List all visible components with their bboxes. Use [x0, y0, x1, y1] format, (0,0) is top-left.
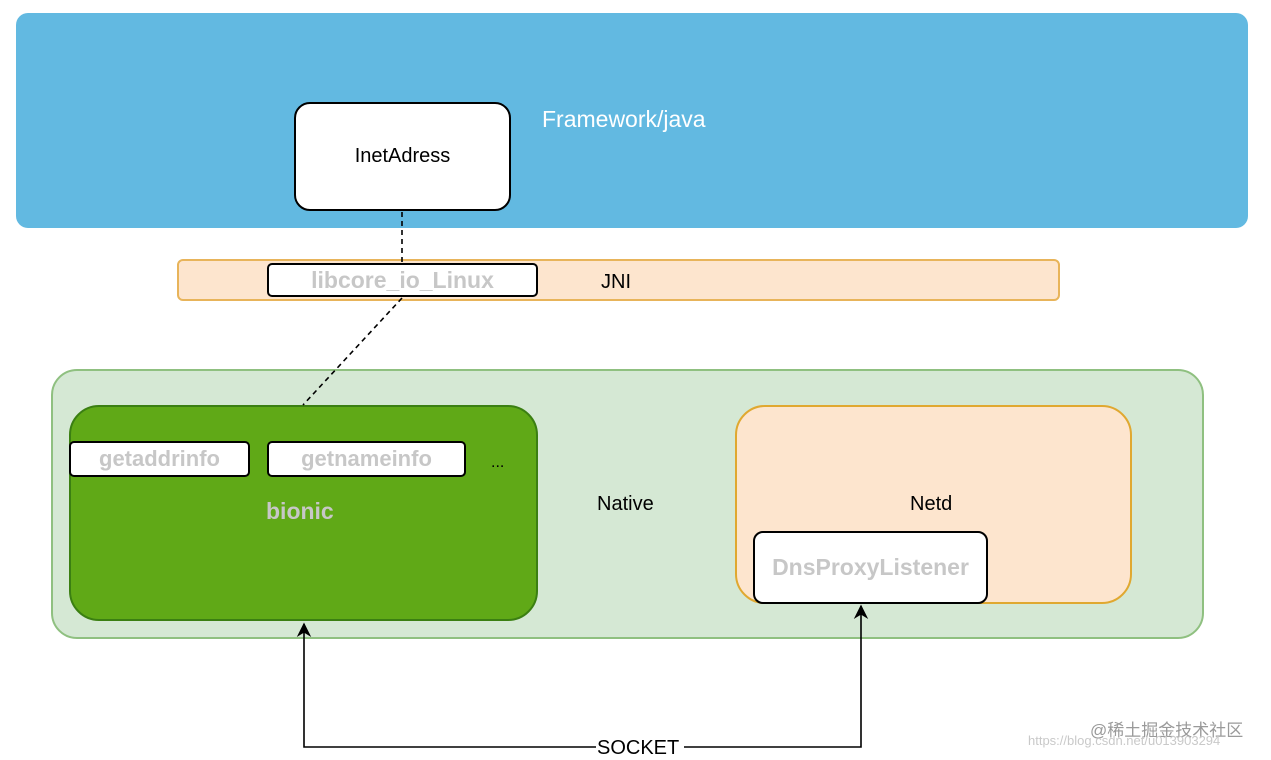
getaddrinfo-label: getaddrinfo — [99, 446, 220, 471]
dnsproxylistener-node: DnsProxyListener — [753, 531, 988, 604]
libcore-node: libcore_io_Linux — [267, 263, 538, 297]
native-layer-label: Native — [597, 493, 654, 515]
watermark-url: https://blog.csdn.net/u013903294 — [1028, 733, 1221, 748]
inetaddress-label: InetAdress — [354, 145, 451, 167]
socket-edge-right — [684, 604, 869, 748]
more-functions-ellipsis: ... — [491, 454, 505, 471]
getnameinfo-node: getnameinfo — [267, 441, 466, 477]
socket-edge-label: SOCKET — [596, 737, 681, 760]
jni-layer-label: JNI — [601, 271, 631, 293]
netd-label: Netd — [910, 493, 953, 515]
libcore-to-bionic-dashed-edge — [302, 297, 403, 406]
inetaddress-node: InetAdress — [294, 102, 511, 211]
socket-edge — [296, 622, 598, 748]
getnameinfo-label: getnameinfo — [301, 446, 432, 471]
getaddrinfo-node: getaddrinfo — [69, 441, 250, 477]
framework-layer — [16, 13, 1248, 228]
bionic-label: bionic — [266, 498, 334, 524]
dnsproxylistener-label: DnsProxyListener — [772, 554, 969, 580]
framework-layer-label: Framework/java — [542, 106, 706, 132]
watermark-brand: @稀土掘金技术社区 — [1090, 721, 1244, 740]
libcore-label: libcore_io_Linux — [311, 266, 494, 293]
